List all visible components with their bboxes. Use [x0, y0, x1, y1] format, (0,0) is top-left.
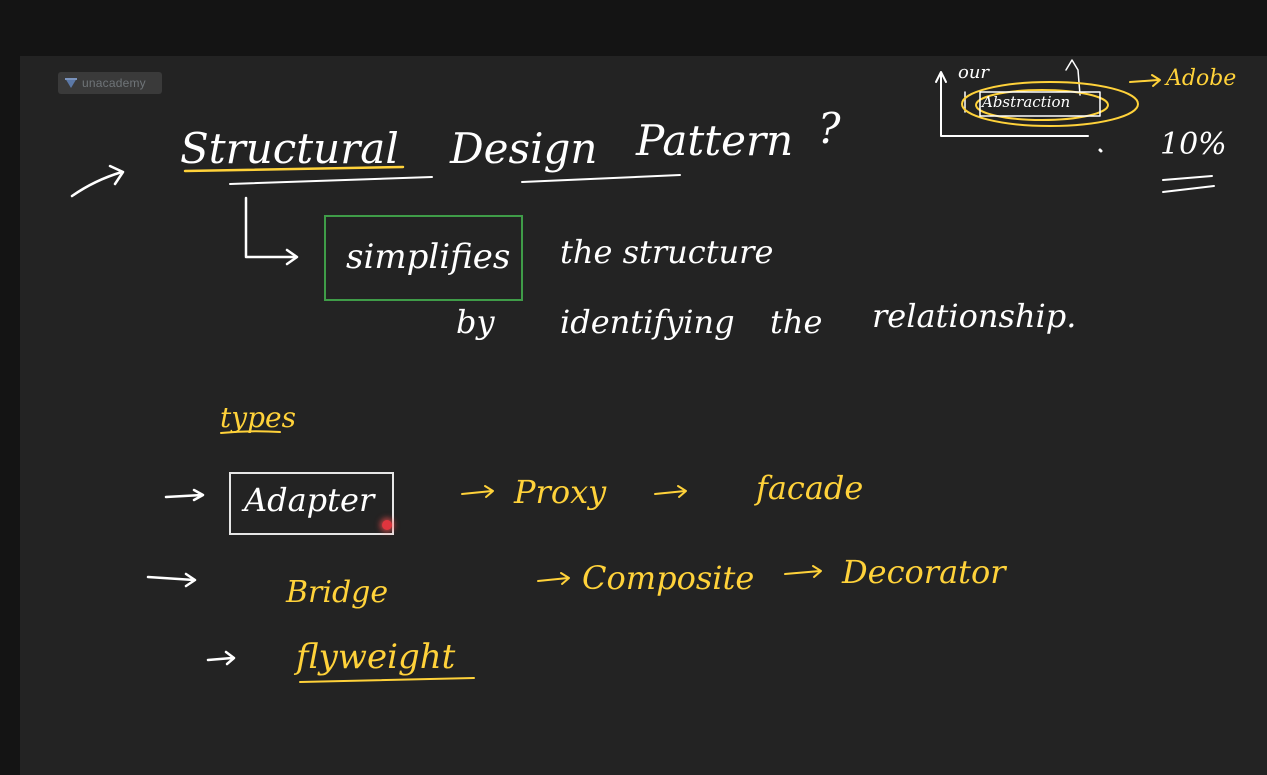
type-adapter: Adapter [244, 481, 375, 519]
type-facade: facade [756, 469, 864, 507]
identifying-word: identifying [560, 303, 735, 341]
title-design: Design [450, 124, 598, 173]
title-structural: Structural [180, 124, 399, 173]
relationship-word: relationship. [872, 297, 1077, 335]
title-question-mark: ? [818, 104, 841, 153]
title-pattern: Pattern [636, 116, 794, 165]
type-decorator: Decorator [842, 553, 1006, 591]
types-label: types [220, 401, 296, 434]
logo-text: unacademy [82, 76, 146, 90]
type-bridge: Bridge [286, 575, 389, 610]
type-flyweight: flyweight [296, 637, 456, 677]
the-word: the [770, 303, 823, 341]
simplifies-highlight-box [324, 215, 523, 301]
unacademy-icon [65, 78, 77, 88]
top-bar [0, 0, 1267, 56]
adapter-highlight-box [229, 472, 394, 535]
title-arrow-stroke [70, 170, 124, 198]
corner-axes [940, 74, 1089, 137]
unacademy-logo: unacademy [58, 72, 162, 94]
type-composite: Composite [582, 559, 755, 597]
by-word: by [456, 303, 495, 341]
corner-our: our [958, 62, 990, 83]
structural-underline [183, 165, 405, 173]
simplifies-word: simplifies [346, 237, 511, 277]
abstraction-oval-outer [961, 81, 1139, 127]
laser-pointer-dot [382, 520, 392, 530]
corner-percent: 10% [1160, 127, 1227, 162]
corner-adobe: Adobe [1166, 66, 1237, 91]
type-proxy: Proxy [514, 473, 607, 511]
corner-abstraction: Abstraction [982, 93, 1071, 111]
connector-arrow [244, 196, 298, 259]
the-structure-text: the structure [560, 233, 774, 271]
